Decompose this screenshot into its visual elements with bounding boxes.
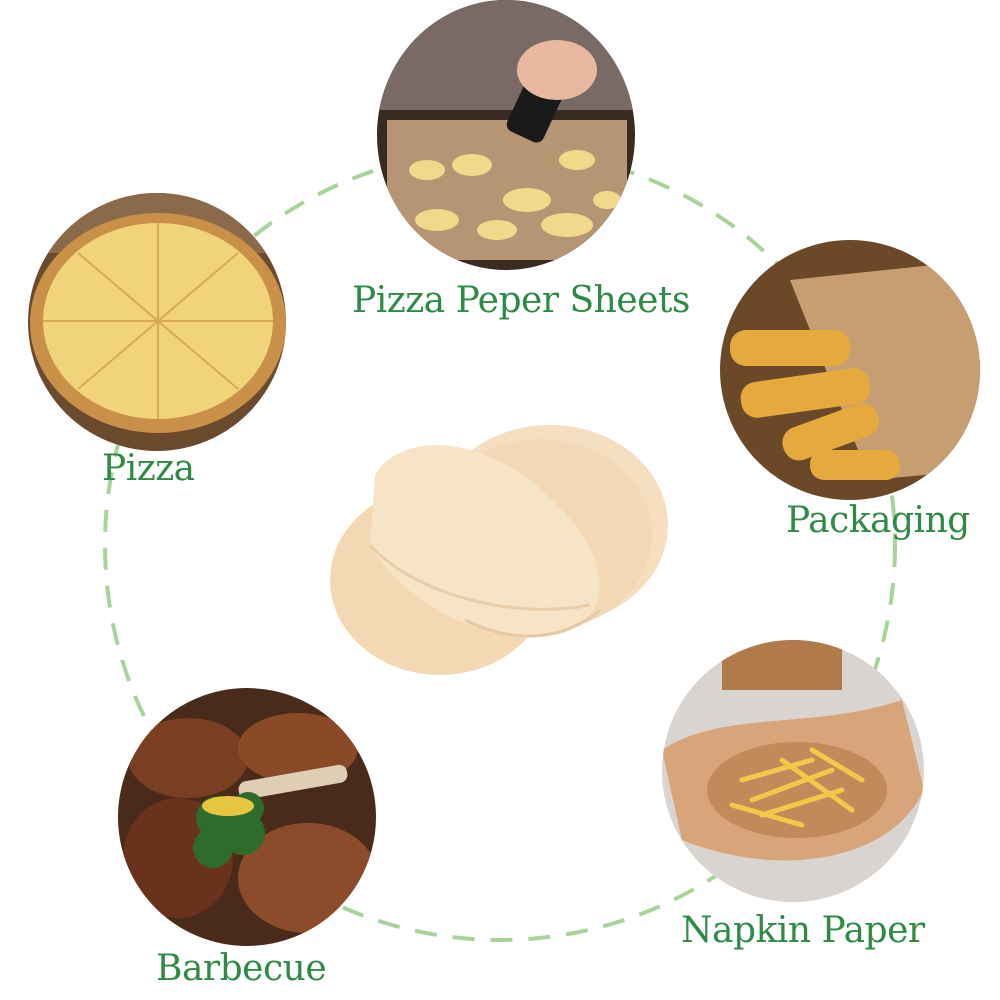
label-pizza: Pizza <box>102 448 195 489</box>
photo-pizza-paper-sheets <box>377 0 635 270</box>
label-napkin-paper: Napkin Paper <box>681 910 925 951</box>
photo-napkin-paper <box>662 640 924 902</box>
photo-barbecue <box>118 688 376 946</box>
photo-packaging <box>720 240 980 500</box>
label-packaging: Packaging <box>786 500 970 541</box>
label-barbecue: Barbecue <box>156 948 327 989</box>
parchment-sheets-stack-image <box>330 425 668 675</box>
photo-pizza <box>28 193 286 451</box>
label-pizza-peper-sheets: Pizza Peper Sheets <box>352 280 690 321</box>
